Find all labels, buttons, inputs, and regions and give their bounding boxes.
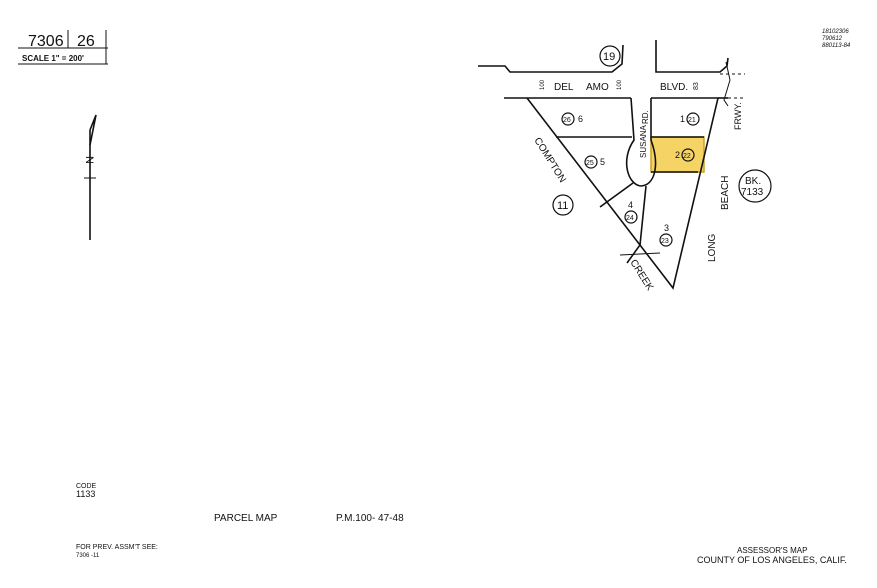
svg-text:DEL: DEL — [554, 82, 574, 93]
svg-text:5: 5 — [600, 157, 605, 167]
svg-text:BEACH: BEACH — [720, 176, 731, 210]
north-arrow: N — [83, 114, 97, 240]
svg-text:FRWY.: FRWY. — [733, 102, 743, 130]
svg-text:6: 6 — [578, 114, 583, 124]
scale-label: SCALE 1" = 200' — [22, 54, 84, 63]
svg-text:1: 1 — [680, 114, 685, 124]
svg-text:ASSESSOR'S MAP: ASSESSOR'S MAP — [737, 546, 807, 555]
svg-text:1133: 1133 — [76, 489, 95, 499]
svg-text:N: N — [83, 156, 95, 164]
corner-note: 18102306 790612 880113-84 — [822, 29, 851, 49]
svg-text:BLVD.: BLVD. — [660, 82, 688, 93]
svg-text:CODE: CODE — [76, 483, 97, 490]
svg-text:3: 3 — [664, 223, 669, 233]
map-notes: CODE 1133 PARCEL MAP P.M.100- 47-48 FOR … — [76, 483, 847, 565]
book-number: 7306 — [28, 33, 64, 50]
map-references: 19 11 BK. 7133 — [552, 45, 772, 216]
svg-text:LONG: LONG — [707, 233, 718, 262]
svg-text:100: 100 — [617, 79, 623, 90]
svg-text:19: 19 — [603, 51, 615, 63]
svg-text:7133: 7133 — [741, 187, 764, 198]
svg-text:26: 26 — [563, 117, 571, 124]
svg-text:P.M.100- 47-48: P.M.100- 47-48 — [336, 513, 404, 524]
svg-text:83: 83 — [693, 82, 700, 90]
page-number: 26 — [77, 33, 95, 50]
svg-text:21: 21 — [688, 117, 696, 124]
svg-text:790612: 790612 — [822, 36, 843, 42]
svg-text:4: 4 — [628, 200, 633, 210]
svg-text:24: 24 — [626, 215, 634, 222]
svg-text:BK.: BK. — [745, 176, 761, 187]
svg-text:23: 23 — [661, 238, 669, 245]
street-labels: 100 DEL AMO 100 BLVD. 83 COMPTON CREEK L… — [531, 79, 743, 293]
svg-text:25: 25 — [586, 160, 594, 167]
svg-text:CREEK: CREEK — [627, 258, 655, 293]
svg-text:18102306: 18102306 — [822, 29, 849, 35]
svg-text:880113-84: 880113-84 — [822, 43, 851, 49]
svg-text:RD.: RD. — [641, 110, 650, 124]
svg-text:AMO: AMO — [586, 82, 609, 93]
svg-text:7306 -11: 7306 -11 — [76, 553, 100, 559]
svg-text:FOR PREV. ASSM'T SEE:: FOR PREV. ASSM'T SEE: — [76, 544, 158, 551]
svg-text:COUNTY OF LOS ANGELES, CALIF.: COUNTY OF LOS ANGELES, CALIF. — [697, 555, 847, 565]
svg-text:SUSANA: SUSANA — [639, 124, 648, 158]
book-reference[interactable] — [738, 169, 772, 203]
parcel-labels: 1 21 2 22 3 23 4 24 25 5 26 6 — [561, 112, 700, 247]
svg-text:100: 100 — [540, 79, 546, 90]
title-block: 7306 26 SCALE 1" = 200' — [18, 30, 108, 65]
svg-text:11: 11 — [557, 200, 568, 212]
road-lines — [478, 40, 745, 107]
svg-text:PARCEL MAP: PARCEL MAP — [214, 513, 278, 524]
svg-text:2: 2 — [675, 150, 680, 160]
parcel-boundaries — [526, 97, 720, 290]
svg-text:22: 22 — [683, 153, 691, 160]
